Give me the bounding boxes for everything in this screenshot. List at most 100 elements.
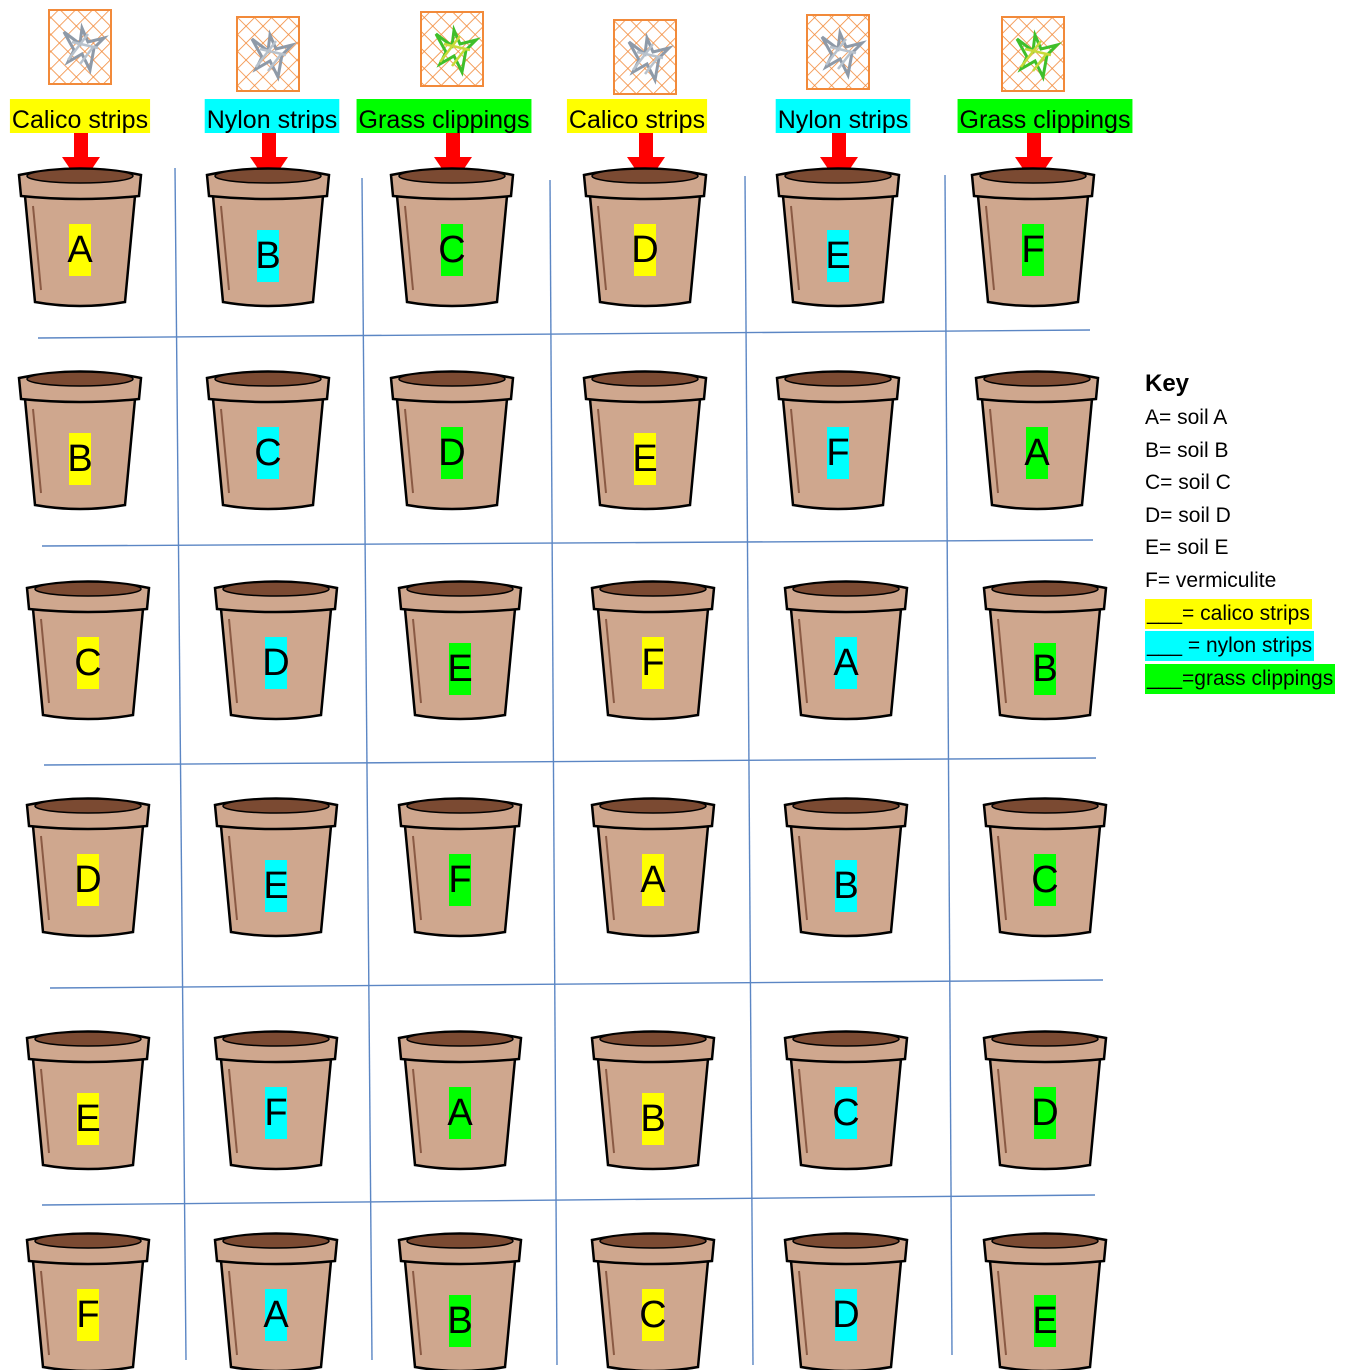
soil [591,371,699,387]
pot-label: E [263,865,288,907]
pot: B [397,1232,523,1370]
pot: A [590,797,716,938]
soil [214,168,322,184]
nylon-strips-mesh-icon [236,16,300,92]
pot: F [213,1030,339,1171]
pot: D [982,1030,1108,1171]
key-entry: C= soil C [1145,471,1231,495]
pot-label-highlight [441,224,463,276]
arrow-down-icon [250,133,288,185]
key-entry: F= vermiculite [1145,568,1277,592]
grid-line-horizontal [37,329,1091,339]
pot-label-highlight [69,433,91,485]
pot-label-highlight [1034,1087,1056,1139]
pot-label: C [832,1092,859,1134]
column-header-3: Grass clippings [356,11,532,185]
pot-label-highlight [77,637,99,689]
grid-line-vertical [744,175,754,1366]
pot-label: F [264,1092,287,1134]
pot-label: A [263,1294,289,1336]
pot-label: A [67,229,93,271]
column-header-label: Grass clippings [359,106,530,134]
pot: C [389,167,515,308]
pot: A [213,1232,339,1370]
pot-label-highlight [265,1289,287,1341]
pot-label: E [1032,1300,1057,1342]
pot-label-highlight [1034,1295,1056,1347]
pot-label: E [447,648,472,690]
pot: E [213,797,339,938]
grass-clippings-mesh-icon [420,11,484,87]
pot-label-highlight [449,643,471,695]
grid-line-horizontal [43,757,1097,766]
pot-label: F [448,859,471,901]
soil [599,798,707,814]
pot-label-highlight [265,637,287,689]
soil [406,581,514,597]
pot-label: B [67,438,92,480]
column-header-label: Grass clippings [960,106,1131,134]
pot: A [974,370,1100,511]
pot-label: F [1021,229,1044,271]
key-swatch-nylon: ___ = nylon strips [1145,631,1315,662]
pot: F [970,167,1096,308]
pot-label: C [639,1294,666,1336]
pot-label-highlight [449,1295,471,1347]
column-header-highlight [566,99,708,133]
pot: C [205,370,331,511]
column-header-highlight [775,99,911,133]
pot: A [397,1030,523,1171]
pot: D [213,580,339,721]
pot-label-highlight [835,860,857,912]
column-header-6: Grass clippings [957,16,1133,185]
pot: D [783,1232,909,1370]
soil [26,371,134,387]
key-legend: Key A= soil A B= soil B C= soil C D= soi… [1145,370,1336,695]
calico-strips-mesh-icon [48,9,112,85]
pot-label: F [76,1294,99,1336]
pot-label: C [254,432,281,474]
pot-label: B [640,1098,665,1140]
pot-label-highlight [642,1289,664,1341]
pot-label-highlight [441,427,463,479]
key-swatch-grass: ___=grass clippings [1145,663,1336,694]
pot-label: D [262,642,289,684]
pot-label: A [447,1092,473,1134]
pot-label-highlight [634,224,656,276]
column-header-highlight [957,99,1133,133]
pot: D [582,167,708,308]
soil [34,798,142,814]
key-entry: E= soil E [1145,536,1229,560]
soil [222,581,330,597]
arrow-down-icon [62,133,100,185]
key-entry: A= soil A [1145,406,1228,429]
soil [406,1233,514,1249]
pot-label-highlight [827,230,849,282]
grid-lines [37,167,1104,1366]
pot-label: B [833,865,858,907]
pot-label-highlight [69,224,91,276]
soil [34,1233,142,1249]
soil [26,168,134,184]
soil [979,168,1087,184]
soil [784,168,892,184]
pot-label-highlight [1022,224,1044,276]
arrow-down-icon [627,133,665,185]
calico-strips-mesh-icon [613,19,677,95]
pot-label: B [447,1300,472,1342]
pot-label-highlight [77,854,99,906]
pot: C [982,797,1108,938]
nylon-strips-mesh-icon [806,14,870,90]
pot-label-highlight [449,854,471,906]
column-header-label: Nylon strips [778,106,909,134]
pot-label-highlight [257,230,279,282]
pot: E [397,580,523,721]
column-header-highlight [204,99,340,133]
pot: E [582,370,708,511]
pot-label: E [825,235,850,277]
pot: D [25,797,151,938]
pot: F [397,797,523,938]
arrow-down-icon [434,133,472,185]
